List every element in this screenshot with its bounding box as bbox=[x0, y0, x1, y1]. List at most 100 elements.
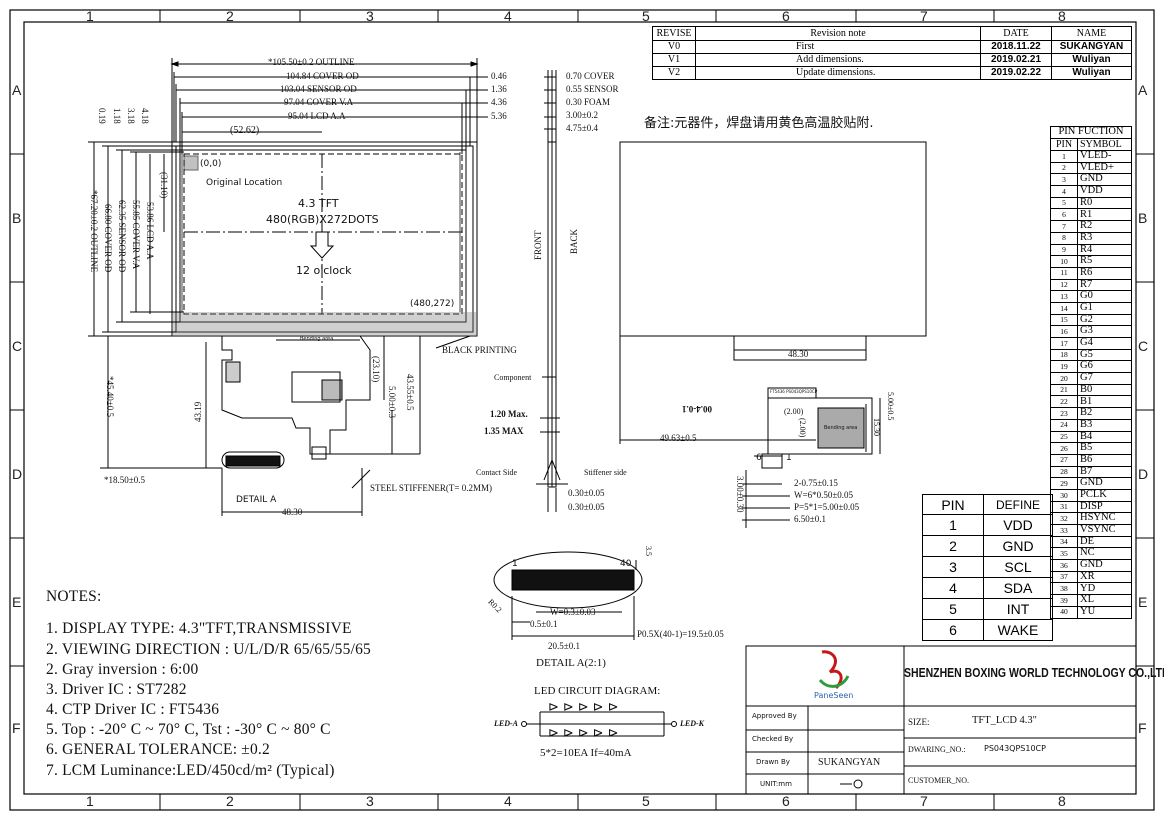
detail-dim-pitch: P0.5X(40-1)=19.5±0.05 bbox=[637, 629, 724, 639]
pf-pin-cell: 8 bbox=[1050, 231, 1078, 245]
led-circuit bbox=[521, 711, 677, 737]
pf-symbol-cell: R3 bbox=[1077, 231, 1132, 245]
ctp-pin-cell: 6 bbox=[922, 619, 984, 641]
pf-pin-cell: 3 bbox=[1050, 173, 1078, 187]
pf-symbol-cell: VDD bbox=[1077, 185, 1132, 198]
dim-left-1: 0.19 bbox=[97, 108, 107, 124]
dim-fpc-c: 43.55±0.5 bbox=[405, 374, 415, 411]
back-dim-3: 00.4-0.1 bbox=[682, 404, 712, 414]
grid-row-c: C bbox=[12, 338, 23, 354]
note-item: 3. Driver IC : ST7282 bbox=[46, 681, 187, 698]
side-front-label: FRONT bbox=[533, 230, 543, 260]
pf-symbol-cell: HSYNC bbox=[1077, 512, 1132, 525]
pf-symbol-cell: R7 bbox=[1077, 278, 1132, 292]
dim-outline-width: *105.50±0.2 OUTLINE bbox=[268, 57, 355, 67]
grid-row-d-right: D bbox=[1138, 466, 1149, 482]
pf-pin-cell: 36 bbox=[1050, 559, 1078, 572]
back-dim-8: 2-0.75±0.15 bbox=[794, 478, 838, 488]
back-dim-11: 6.50±0.1 bbox=[794, 514, 826, 524]
side-component-label: Component bbox=[494, 373, 532, 382]
rev-cell: First bbox=[695, 40, 981, 54]
dim-lcd-aa-h: 53.86 LCD A.A bbox=[145, 202, 155, 260]
grid-col-1-bottom: 1 bbox=[86, 793, 94, 809]
grid-row-e-right: E bbox=[1138, 594, 1148, 610]
grid-col-2: 2 bbox=[226, 8, 234, 24]
detail-pin40: 40 bbox=[620, 559, 632, 569]
rev-cell: V1 bbox=[652, 53, 696, 67]
pf-symbol-cell: NC bbox=[1077, 547, 1132, 561]
front-top-dims bbox=[170, 58, 488, 154]
pf-pin-cell: 24 bbox=[1050, 418, 1078, 432]
note-item: 5. Top : -20° C ~ 70° C, Tst : -30° C ~ … bbox=[46, 721, 331, 738]
pf-symbol-cell: R0 bbox=[1077, 196, 1132, 210]
front-left-dims bbox=[88, 141, 222, 469]
rev-header-note: Revision note bbox=[695, 26, 981, 41]
grid-col-4-bottom: 4 bbox=[504, 793, 512, 809]
back-bend-label: Bending area bbox=[824, 425, 858, 431]
grid-col-6-bottom: 6 bbox=[782, 793, 790, 809]
pf-symbol-cell: B1 bbox=[1077, 395, 1132, 409]
back-dim-6: 15.30 bbox=[872, 418, 881, 436]
ctp-define-cell: VDD bbox=[983, 514, 1053, 536]
side-dim-5: 4.75±0.4 bbox=[566, 123, 598, 133]
back-dim-1: 48.30 bbox=[788, 349, 809, 359]
grid-col-2-bottom: 2 bbox=[226, 793, 234, 809]
pf-symbol-cell: G1 bbox=[1077, 301, 1132, 315]
pf-symbol-cell: B4 bbox=[1077, 430, 1132, 444]
detail-pin1: 1 bbox=[512, 559, 518, 569]
pf-pin-cell: 16 bbox=[1050, 325, 1078, 338]
pf-symbol-cell: XR bbox=[1077, 570, 1132, 584]
dim-sensor-od: 103.04 SENSOR OD bbox=[280, 84, 357, 94]
pf-symbol-cell: GND bbox=[1077, 559, 1132, 572]
front-fpc bbox=[205, 335, 471, 516]
grid-col-3-bottom: 3 bbox=[366, 793, 374, 809]
origin-label: (0,0) bbox=[200, 159, 222, 169]
pf-pin-cell: 35 bbox=[1050, 547, 1078, 561]
side-dim-sensor: 0.55 SENSOR bbox=[566, 84, 619, 94]
pf-symbol-cell: G4 bbox=[1077, 337, 1132, 350]
dim-cover-va: 97.04 COVER V.A bbox=[284, 97, 354, 107]
grid-ticks bbox=[10, 10, 1154, 810]
dim-fpc-a: (23.10) bbox=[371, 356, 381, 383]
detail-a bbox=[493, 551, 643, 640]
ctp-define-cell: GND bbox=[983, 535, 1053, 557]
rev-cell: SUKANGYAN bbox=[1051, 40, 1132, 54]
dim-right-1: 0.46 bbox=[491, 71, 507, 81]
dim-right-2: 1.36 bbox=[491, 84, 507, 94]
dim-cover-od: 104.84 COVER OD bbox=[286, 71, 359, 81]
side-view bbox=[536, 70, 568, 512]
ctp-define-cell: SDA bbox=[983, 577, 1053, 599]
led-diode-row-top: ⊳⊳⊳⊳⊳ bbox=[548, 700, 623, 715]
dim-fpc-d: 43.19 bbox=[193, 401, 203, 422]
contact-side-label: Contact Side bbox=[476, 468, 518, 477]
rev-header-name: NAME bbox=[1051, 26, 1132, 41]
pf-symbol-cell: G6 bbox=[1077, 360, 1132, 374]
back-dim-12: 3.00±0.30 bbox=[735, 476, 745, 513]
note-item: 2. Gray inversion : 6:00 bbox=[46, 661, 199, 678]
pf-pin-cell: 40 bbox=[1050, 605, 1078, 619]
pf-symbol-cell: B0 bbox=[1077, 383, 1132, 397]
dim-left-4: 4.18 bbox=[140, 108, 150, 124]
rev-cell: Update dimensions. bbox=[695, 66, 981, 80]
dim-cover-od-h: 66.80 COVER OD bbox=[103, 204, 113, 273]
pf-symbol-cell: G3 bbox=[1077, 325, 1132, 338]
note-item: 1. DISPLAY TYPE: 4.3"TFT,TRANSMISSIVE bbox=[46, 620, 352, 637]
pf-pin-cell: 34 bbox=[1050, 535, 1078, 549]
remark-note: 备注:元器件，焊盘请用黄色高温胶贴附. bbox=[644, 116, 874, 131]
ctp-define-cell: SCL bbox=[983, 556, 1053, 578]
pf-pin-cell: 5 bbox=[1050, 196, 1078, 210]
pf-symbol-cell: VLED+ bbox=[1077, 161, 1132, 175]
grid-col-5-bottom: 5 bbox=[642, 793, 650, 809]
